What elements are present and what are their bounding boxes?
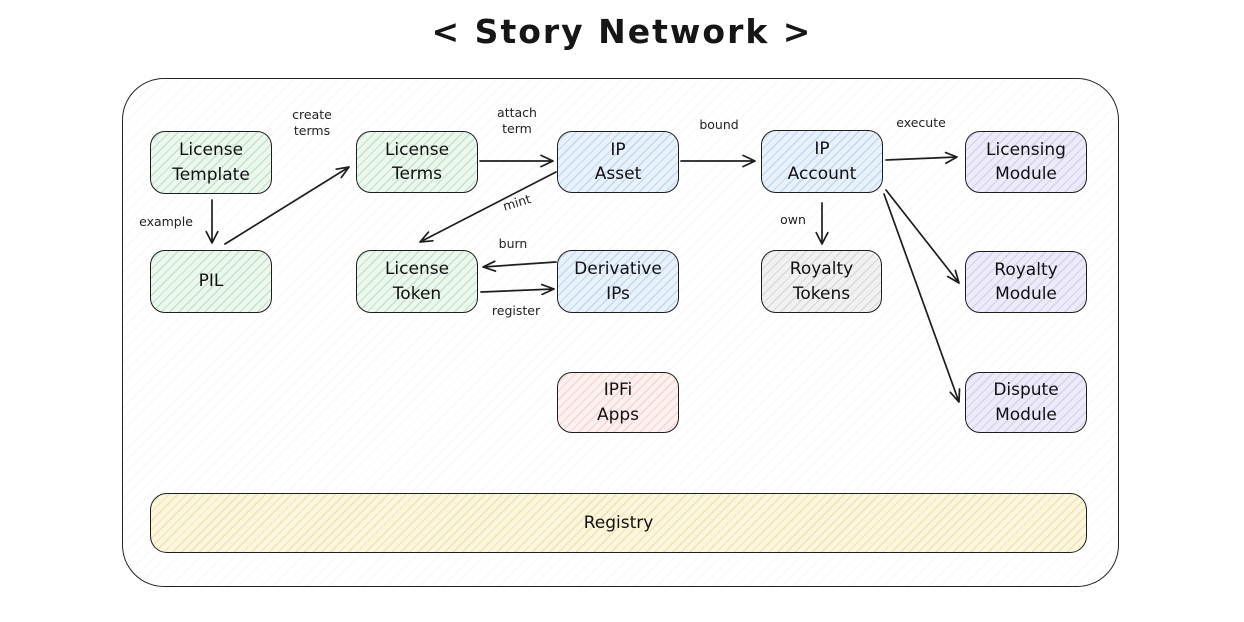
- diagram-title: < Story Network >: [431, 12, 813, 51]
- node-licensing-module: Licensing Module: [965, 131, 1087, 193]
- edge-label-bound: bound: [699, 116, 739, 132]
- node-license-terms: License Terms: [356, 131, 478, 193]
- node-license-template: License Template: [150, 131, 272, 194]
- edge-label-burn: burn: [498, 235, 528, 251]
- node-dispute-module: Dispute Module: [965, 372, 1087, 433]
- edge-label-attach-term: attach term: [497, 104, 537, 136]
- node-derivative-ips: Derivative IPs: [557, 250, 679, 313]
- node-royalty-tokens: Royalty Tokens: [761, 250, 882, 313]
- node-pil: PIL: [150, 250, 272, 313]
- node-registry: Registry: [150, 493, 1087, 553]
- node-ip-account: IP Account: [761, 130, 883, 193]
- edge-label-register: register: [491, 302, 541, 318]
- node-ip-asset: IP Asset: [557, 131, 679, 193]
- node-license-token: License Token: [356, 250, 478, 313]
- edge-label-create-terms: create terms: [292, 106, 332, 138]
- edge-label-own: own: [780, 211, 806, 227]
- node-royalty-module: Royalty Module: [965, 251, 1087, 313]
- edge-label-execute: execute: [896, 114, 946, 130]
- node-ipfi-apps: IPFi Apps: [557, 372, 679, 433]
- edge-label-example: example: [139, 213, 193, 229]
